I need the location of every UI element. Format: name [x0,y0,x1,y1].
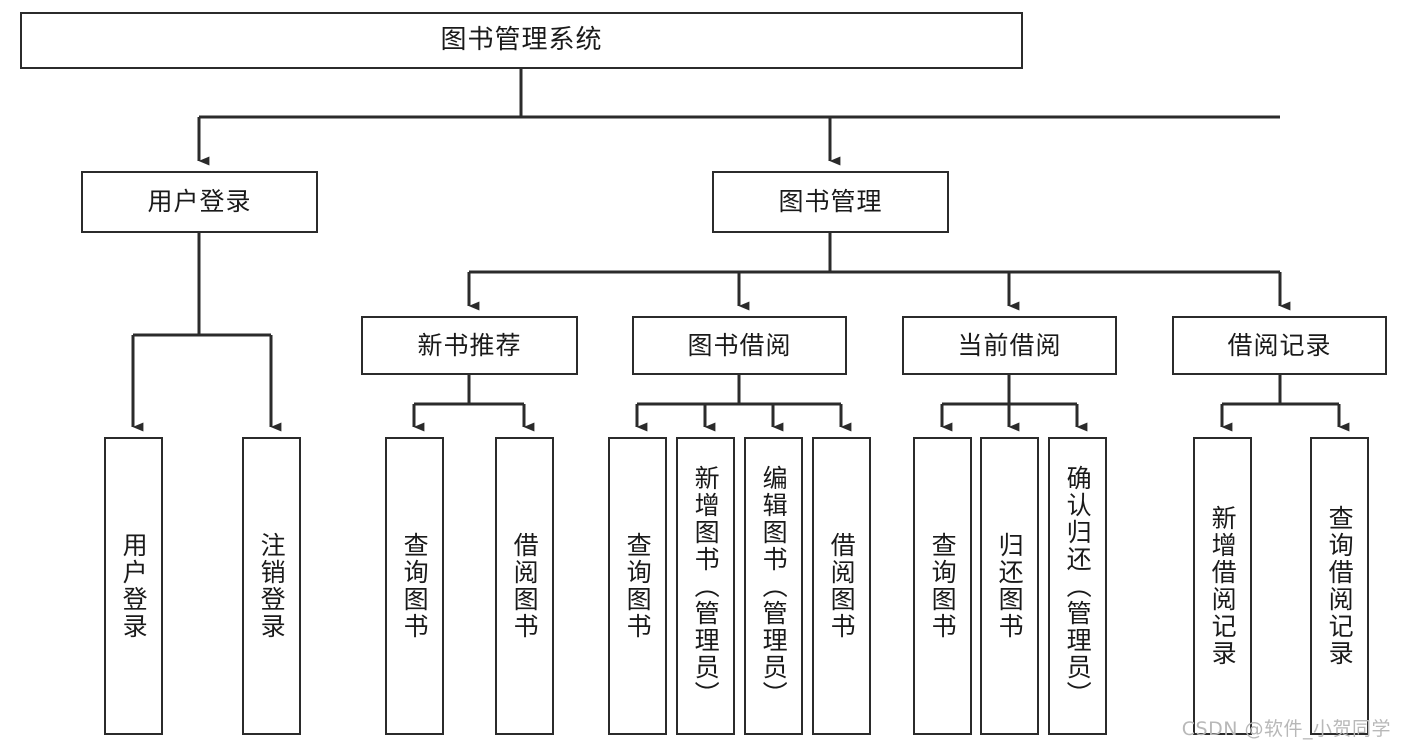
node-leaf-query-book-a-label: 查询图书 [400,532,430,640]
watermark-text: CSDN @软件_小贺同学 [1181,718,1391,740]
node-leaf-confirm-return-label: 确认归还（管理员） [1063,464,1093,708]
node-leaf-confirm-return[interactable]: 确认归还（管理员） [1048,437,1107,735]
node-leaf-return-book-label: 归还图书 [995,532,1025,640]
node-leaf-query-book-b[interactable]: 查询图书 [608,437,667,735]
node-leaf-user-login-label: 用户登录 [119,532,149,640]
node-leaf-query-book-a[interactable]: 查询图书 [385,437,444,735]
node-book-manage[interactable]: 图书管理 [712,171,949,233]
node-leaf-borrow-book-a-label: 借阅图书 [510,532,540,640]
node-borrow-record-label: 借阅记录 [1227,330,1332,360]
node-user-login-label: 用户登录 [147,187,252,217]
node-leaf-query-record[interactable]: 查询借阅记录 [1310,437,1369,735]
node-new-book-recommend[interactable]: 新书推荐 [361,316,578,375]
node-leaf-edit-book-label: 编辑图书（管理员） [759,464,789,708]
node-current-borrow-label: 当前借阅 [957,330,1062,360]
node-leaf-query-record-label: 查询借阅记录 [1325,505,1355,667]
node-root-label: 图书管理系统 [440,25,603,56]
node-leaf-add-record-label: 新增借阅记录 [1208,505,1238,667]
node-current-borrow[interactable]: 当前借阅 [902,316,1117,375]
node-leaf-query-book-b-label: 查询图书 [623,532,653,640]
node-root[interactable]: 图书管理系统 [20,12,1023,69]
node-leaf-add-book-label: 新增图书（管理员） [691,464,721,708]
node-new-book-recommend-label: 新书推荐 [417,330,522,360]
node-book-borrow[interactable]: 图书借阅 [632,316,847,375]
node-leaf-query-book-c-label: 查询图书 [928,532,958,640]
node-leaf-add-record[interactable]: 新增借阅记录 [1193,437,1252,735]
node-book-borrow-label: 图书借阅 [687,330,792,360]
node-leaf-borrow-book-b[interactable]: 借阅图书 [812,437,871,735]
node-leaf-borrow-book-b-label: 借阅图书 [827,532,857,640]
node-leaf-query-book-c[interactable]: 查询图书 [913,437,972,735]
node-leaf-borrow-book-a[interactable]: 借阅图书 [495,437,554,735]
node-leaf-edit-book[interactable]: 编辑图书（管理员） [744,437,803,735]
node-leaf-user-login[interactable]: 用户登录 [104,437,163,735]
node-user-login[interactable]: 用户登录 [81,171,318,233]
node-leaf-logout-login[interactable]: 注销登录 [242,437,301,735]
node-leaf-return-book[interactable]: 归还图书 [980,437,1039,735]
node-leaf-add-book[interactable]: 新增图书（管理员） [676,437,735,735]
node-borrow-record[interactable]: 借阅记录 [1172,316,1387,375]
node-leaf-logout-login-label: 注销登录 [257,532,287,640]
node-book-manage-label: 图书管理 [778,187,883,217]
